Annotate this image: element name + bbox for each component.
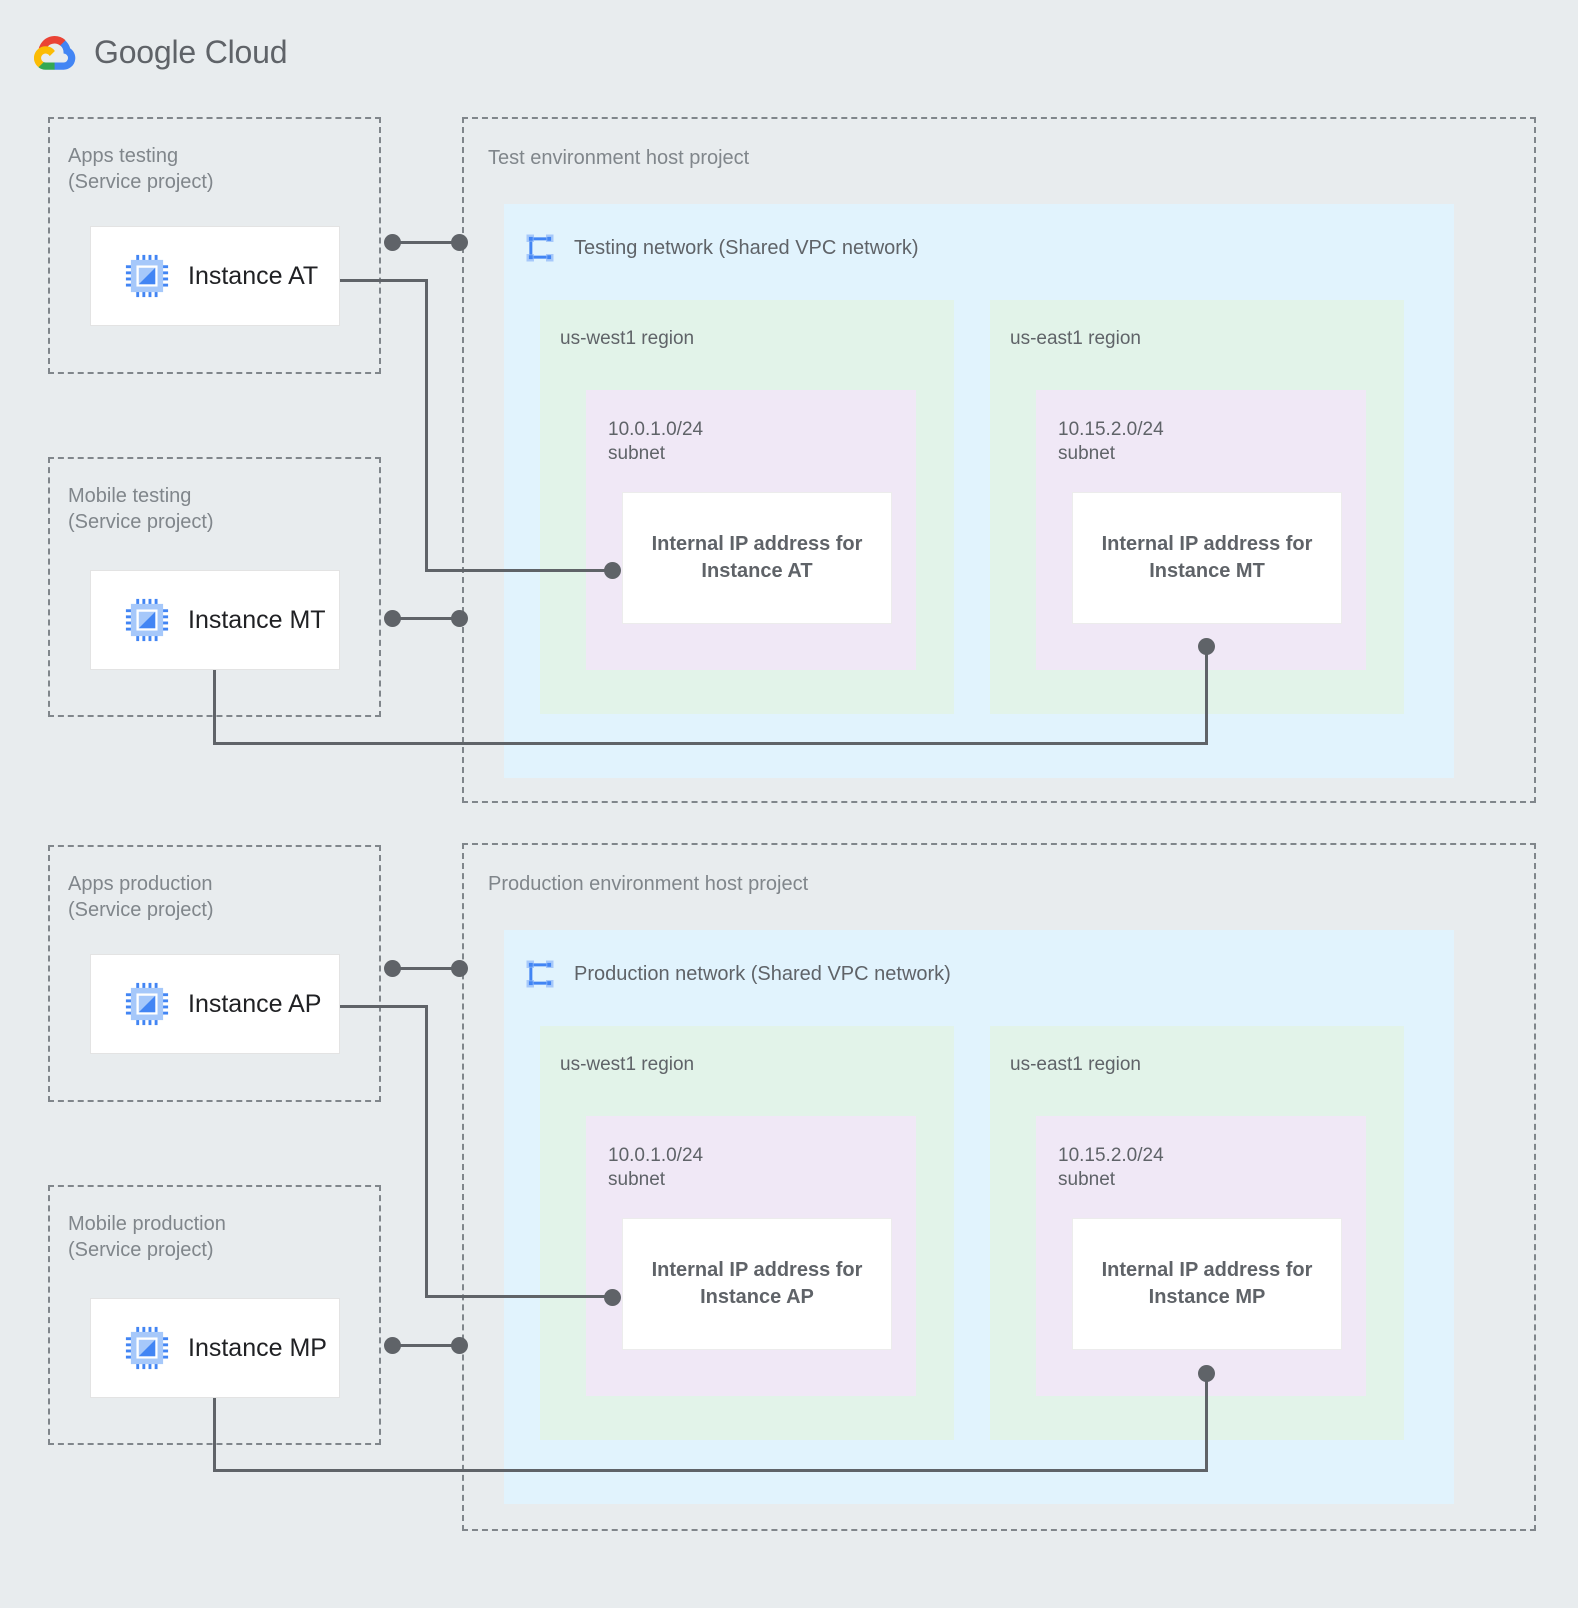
internal-ip-card-ap: Internal IP address for Instance AP [622,1218,892,1350]
connector-dot-mp-ip [1198,1365,1215,1382]
internal-ip-label: Internal IP address for Instance MT [1101,533,1313,582]
connector-ap-segment-h2 [425,1295,615,1298]
connector-mt-segment-v2 [1205,646,1208,744]
connector-mobile-production-boundary [392,1344,460,1347]
brand-google: Google [94,33,196,70]
google-cloud-brand: Google Cloud [34,33,288,71]
connector-dot [384,1337,401,1354]
brand-cloud: Cloud [204,33,288,70]
service-project-title: Apps production (Service project) [68,873,214,921]
subnet-box-10-0-1-0-24-testing: 10.0.1.0/24 subnet Internal IP address f… [586,390,916,670]
service-project-title: Mobile testing (Service project) [68,485,214,533]
subnet-cidr-label: 10.15.2.0/24 subnet [1058,419,1164,464]
connector-mp-segment-v2 [1205,1373,1208,1471]
service-project-apps-production: Apps production (Service project) [48,845,381,1102]
internal-ip-card-at: Internal IP address for Instance AT [622,492,892,624]
subnet-box-10-15-2-0-24-testing: 10.15.2.0/24 subnet Internal IP address … [1036,390,1366,670]
connector-ap-segment-v [425,1005,428,1298]
region-label: us-west1 region [560,328,695,349]
connector-apps-testing-boundary [392,241,460,244]
connector-dot [384,610,401,627]
internal-ip-card-mt: Internal IP address for Instance MT [1072,492,1342,624]
connector-dot-ap-ip [604,1289,621,1306]
connector-dot [451,234,468,251]
vpc-network-label: Production network (Shared VPC network) [574,962,951,985]
connector-dot [451,610,468,627]
region-box-us-east1-testing: us-east1 region 10.15.2.0/24 subnet Inte… [990,300,1404,714]
vpc-network-header: Testing network (Shared VPC network) [522,230,919,266]
region-label: us-west1 region [560,1054,695,1075]
vpc-network-icon [522,956,558,992]
service-project-apps-testing: Apps testing (Service project) [48,117,381,374]
instance-card-mp[interactable]: Instance MP [90,1298,340,1398]
compute-instance-icon [124,1325,170,1371]
connector-mobile-testing-boundary [392,617,460,620]
region-box-us-west1-production: us-west1 region 10.0.1.0/24 subnet Inter… [540,1026,954,1440]
instance-card-mt[interactable]: Instance MT [90,570,340,670]
connector-dot [384,960,401,977]
host-project-test: Test environment host project [462,117,1536,803]
instance-label: Instance MP [188,1333,327,1362]
region-label: us-east1 region [1010,328,1141,349]
compute-instance-icon [124,981,170,1027]
connector-dot-at-ip [604,562,621,579]
connector-apps-production-boundary [392,967,460,970]
instance-label: Instance MT [188,605,326,634]
instance-card-ap[interactable]: Instance AP [90,954,340,1054]
connector-at-segment-v [425,279,428,572]
service-project-title: Apps testing (Service project) [68,145,214,193]
region-box-us-east1-production: us-east1 region 10.15.2.0/24 subnet Inte… [990,1026,1404,1440]
connector-mt-segment-h [213,742,1208,745]
instance-label: Instance AT [188,261,319,290]
connector-mt-segment-v1 [213,670,216,744]
subnet-cidr-label: 10.15.2.0/24 subnet [1058,1145,1164,1190]
subnet-cidr-label: 10.0.1.0/24 subnet [608,419,704,464]
connector-ap-segment-h1 [340,1005,428,1008]
internal-ip-label: Internal IP address for Instance AT [651,533,863,582]
internal-ip-label: Internal IP address for Instance AP [651,1259,863,1308]
service-project-mobile-production: Mobile production (Service project) [48,1185,381,1445]
connector-dot [451,960,468,977]
instance-label: Instance AP [188,989,322,1018]
connector-at-segment-h1 [340,279,428,282]
instance-card-at[interactable]: Instance AT [90,226,340,326]
service-project-title: Mobile production (Service project) [68,1213,226,1261]
compute-instance-icon [124,597,170,643]
internal-ip-card-mp: Internal IP address for Instance MP [1072,1218,1342,1350]
host-project-production: Production environment host project [462,843,1536,1531]
vpc-network-panel-production: Production network (Shared VPC network) … [504,930,1454,1504]
subnet-box-10-15-2-0-24-production: 10.15.2.0/24 subnet Internal IP address … [1036,1116,1366,1396]
region-box-us-west1-testing: us-west1 region 10.0.1.0/24 subnet Inter… [540,300,954,714]
host-project-title: Test environment host project [488,147,750,169]
host-project-title: Production environment host project [488,873,809,895]
connector-dot-mt-ip [1198,638,1215,655]
vpc-network-icon [522,230,558,266]
subnet-cidr-label: 10.0.1.0/24 subnet [608,1145,704,1190]
connector-dot [451,1337,468,1354]
connector-mp-segment-h [213,1469,1208,1472]
service-project-mobile-testing: Mobile testing (Service project) [48,457,381,717]
brand-label: Google Cloud [94,33,288,71]
vpc-network-panel-testing: Testing network (Shared VPC network) us-… [504,204,1454,778]
connector-dot [384,234,401,251]
vpc-network-header: Production network (Shared VPC network) [522,956,951,992]
region-label: us-east1 region [1010,1054,1141,1075]
subnet-box-10-0-1-0-24-production: 10.0.1.0/24 subnet Internal IP address f… [586,1116,916,1396]
connector-at-segment-h2 [425,569,615,572]
vpc-network-label: Testing network (Shared VPC network) [574,236,919,259]
internal-ip-label: Internal IP address for Instance MP [1101,1259,1313,1308]
compute-instance-icon [124,253,170,299]
connector-mp-segment-v1 [213,1398,216,1470]
google-cloud-logo-icon [34,33,80,71]
